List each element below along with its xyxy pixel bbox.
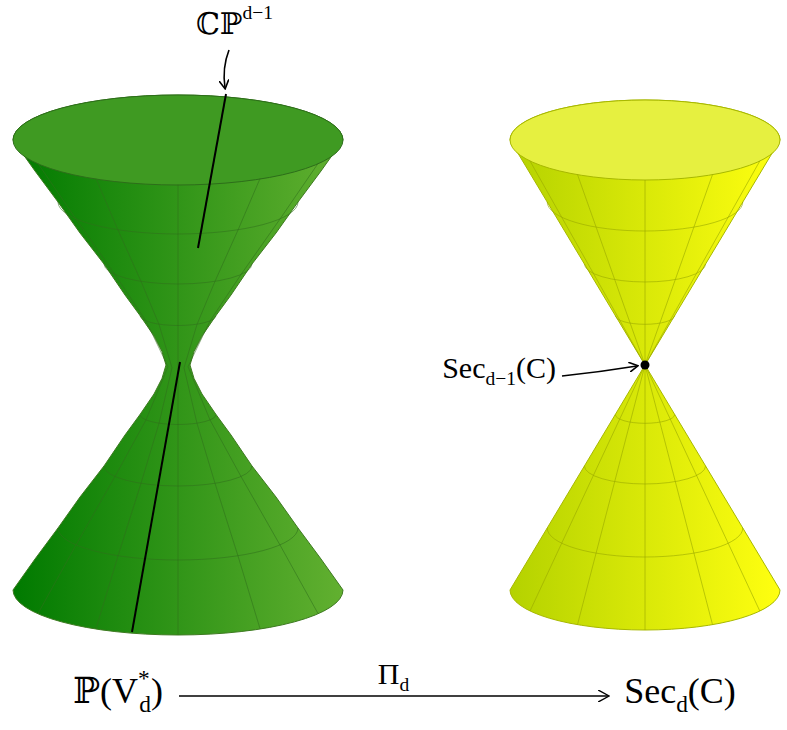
grid-line bbox=[188, 164, 318, 614]
formula-node: Secd(C) bbox=[618, 666, 742, 717]
ruling-line bbox=[132, 362, 180, 632]
leader-line bbox=[224, 50, 229, 88]
apex-point bbox=[641, 361, 650, 370]
math-label: Secd−1(C) bbox=[442, 350, 556, 386]
grid-line bbox=[645, 180, 646, 630]
formula-text: Secd(C) bbox=[624, 670, 736, 713]
grid-line bbox=[530, 161, 645, 611]
cone-opening bbox=[510, 100, 780, 180]
grid-line bbox=[578, 175, 646, 625]
leader-line bbox=[562, 366, 637, 376]
formula-text: ℙ(V*d) bbox=[73, 670, 163, 713]
grid-line bbox=[38, 164, 168, 614]
grid-line bbox=[178, 185, 179, 635]
map-label: Πd bbox=[378, 656, 409, 692]
map-arrow bbox=[179, 695, 608, 696]
math-label: ℂℙd−1 bbox=[196, 6, 273, 42]
hyperboloid-opening bbox=[13, 95, 343, 185]
grid-line bbox=[645, 161, 760, 611]
hyperboloid-surface bbox=[13, 95, 343, 635]
grid-line bbox=[184, 179, 260, 629]
grid-line bbox=[645, 175, 713, 625]
grid-line bbox=[96, 179, 172, 629]
formula-node: ℙ(V*d) bbox=[67, 666, 169, 717]
ruling-line bbox=[198, 94, 226, 248]
